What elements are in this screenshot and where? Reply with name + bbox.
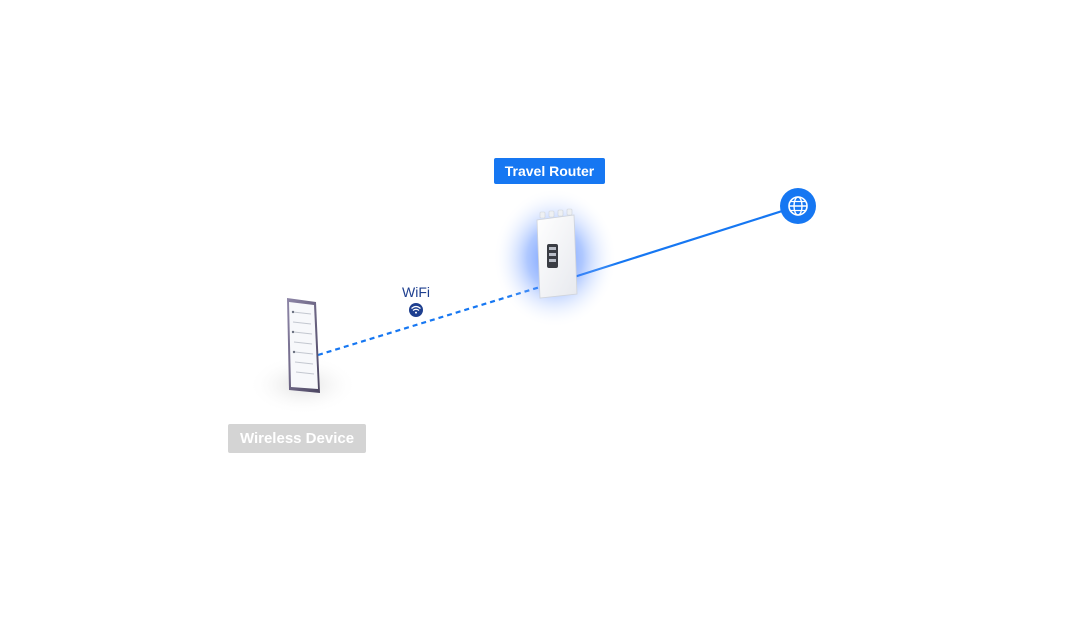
wireless-device-label: Wireless Device xyxy=(228,424,366,453)
wifi-link-label: WiFi xyxy=(402,284,430,300)
router-icon xyxy=(536,208,578,299)
globe-icon xyxy=(780,188,816,224)
smartphone-icon xyxy=(287,298,320,393)
wifi-link-line xyxy=(317,285,541,357)
wifi-icon xyxy=(409,303,423,317)
travel-router-label: Travel Router xyxy=(494,158,605,184)
